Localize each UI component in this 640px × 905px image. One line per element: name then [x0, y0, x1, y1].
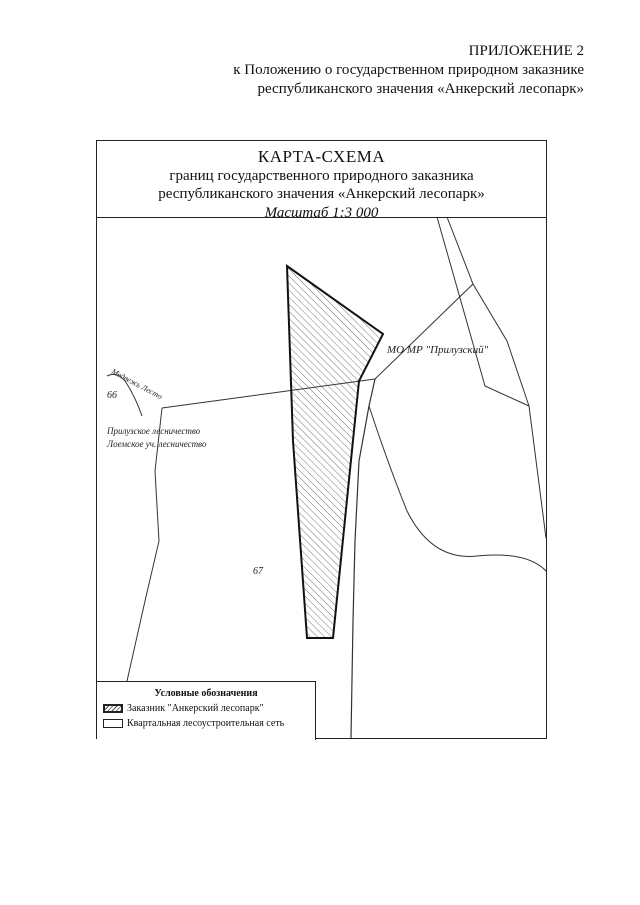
map-subtitle-2: республиканского значения «Анкерский лес…: [158, 186, 485, 202]
label-road: Медвежь Лесто: [109, 366, 164, 401]
legend-item-reserve: Заказник "Анкерский лесопарк": [103, 703, 315, 714]
label-forestry-1: Прилузское лесничество: [106, 426, 201, 436]
map-scale: Масштаб 1:3 000: [264, 205, 379, 221]
label-municipality: МО МР "Прилузский": [386, 344, 489, 356]
legend-grid-label: Квартальная лесоустроительная сеть: [127, 718, 285, 729]
map-title-box: КАРТА-СХЕМА границ государственного прир…: [97, 141, 546, 221]
map-subtitle-1: границ государственного природного заказ…: [169, 168, 474, 184]
map-title: КАРТА-СХЕМА: [257, 147, 386, 166]
label-quarter-67: 67: [253, 566, 264, 577]
appendix-reference: к Положению о государственном природном …: [233, 62, 584, 78]
legend: Условные обозначения Заказник "Анкерский…: [97, 681, 316, 740]
grid-swatch-icon: [103, 719, 123, 728]
label-quarter-66: 66: [107, 390, 117, 401]
legend-reserve-label: Заказник "Анкерский лесопарк": [127, 703, 264, 714]
stream-curve: [368, 405, 546, 572]
legend-item-grid: Квартальная лесоустроительная сеть: [103, 718, 315, 729]
legend-title: Условные обозначения: [154, 688, 258, 699]
quarter-line-east-2: [446, 216, 530, 407]
map-frame: МО МР "Прилузский" Медвежь Лесто 66 67 П…: [96, 140, 547, 740]
appendix-number: ПРИЛОЖЕНИЕ 2: [468, 43, 584, 59]
quarter-line-west: [126, 407, 163, 682]
quarter-line-east-1: [436, 216, 546, 539]
quarter-line-ne-diagonal: [374, 283, 474, 380]
label-forestry-2: Лоемское уч. лесничество: [106, 439, 207, 449]
road-curve-north-west: [106, 373, 143, 417]
appendix-reserve-name: республиканского значения «Анкерский лес…: [257, 81, 585, 97]
river-line: [350, 378, 376, 738]
map-canvas: МО МР "Прилузский" Медвежь Лесто 66 67 П…: [106, 216, 546, 738]
appendix-header: ПРИЛОЖЕНИЕ 2 к Положению о государственн…: [164, 42, 584, 99]
hatch-swatch-icon: [103, 704, 123, 713]
reserve-polygon: [285, 264, 385, 639]
